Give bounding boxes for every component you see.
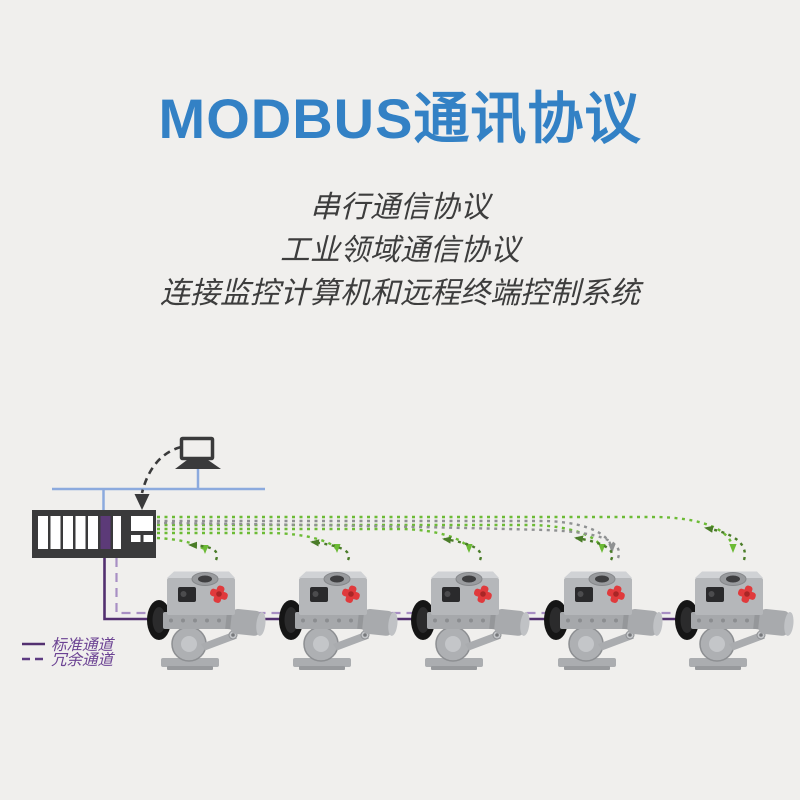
modbus-forward-channels xyxy=(156,515,737,559)
forward-channel-actuator-3 xyxy=(157,527,473,553)
redundant-return-channel-actuator-4 xyxy=(156,521,621,559)
return-channel-actuator-5 xyxy=(704,525,747,561)
forward-channel-actuator-4 xyxy=(157,523,606,553)
modbus-return-channels xyxy=(188,525,747,561)
page-title: MODBUS通讯协议 xyxy=(158,87,642,150)
description-line-1: 串行通信协议 xyxy=(310,191,490,224)
legend: 标准通道 冗余通道 xyxy=(22,636,116,669)
forward-channel-actuator-2 xyxy=(157,531,341,553)
description-block: 串行通信协议 工业领域通信协议 连接监控计算机和远程终端控制系统 xyxy=(0,186,800,315)
modbus-topology-diagram: 标准通道 冗余通道 xyxy=(22,436,796,671)
description-line-3: 连接监控计算机和远程终端控制系统 xyxy=(160,277,640,310)
valve-actuator-icon xyxy=(278,570,400,671)
plc-module-icon xyxy=(32,510,156,558)
legend-standard-label: 标准通道 xyxy=(51,636,116,654)
redundant-forward-channel-actuator-4 xyxy=(157,519,616,553)
description-line-2: 工业领域通信协议 xyxy=(280,234,520,267)
down-arrow-icon xyxy=(134,494,150,510)
computer-icon xyxy=(175,436,221,469)
valve-actuator-icon xyxy=(410,570,532,671)
return-channel-actuator-1 xyxy=(188,541,219,561)
command-arrow xyxy=(134,445,182,510)
valve-actuator-icon xyxy=(674,570,796,671)
plc-purple-slot xyxy=(100,516,111,549)
return-channel-actuator-2 xyxy=(310,539,351,561)
valve-actuator-icon xyxy=(543,570,665,671)
return-channel-actuator-3 xyxy=(442,536,483,561)
forward-channel-actuator-1 xyxy=(156,536,209,554)
legend-redundant-label: 冗余通道 xyxy=(51,651,116,669)
return-channel-actuator-4 xyxy=(574,535,614,561)
valve-actuator-icon xyxy=(146,570,268,671)
ethernet-bus-lines xyxy=(52,469,265,510)
forward-channel-actuator-5 xyxy=(157,515,737,553)
